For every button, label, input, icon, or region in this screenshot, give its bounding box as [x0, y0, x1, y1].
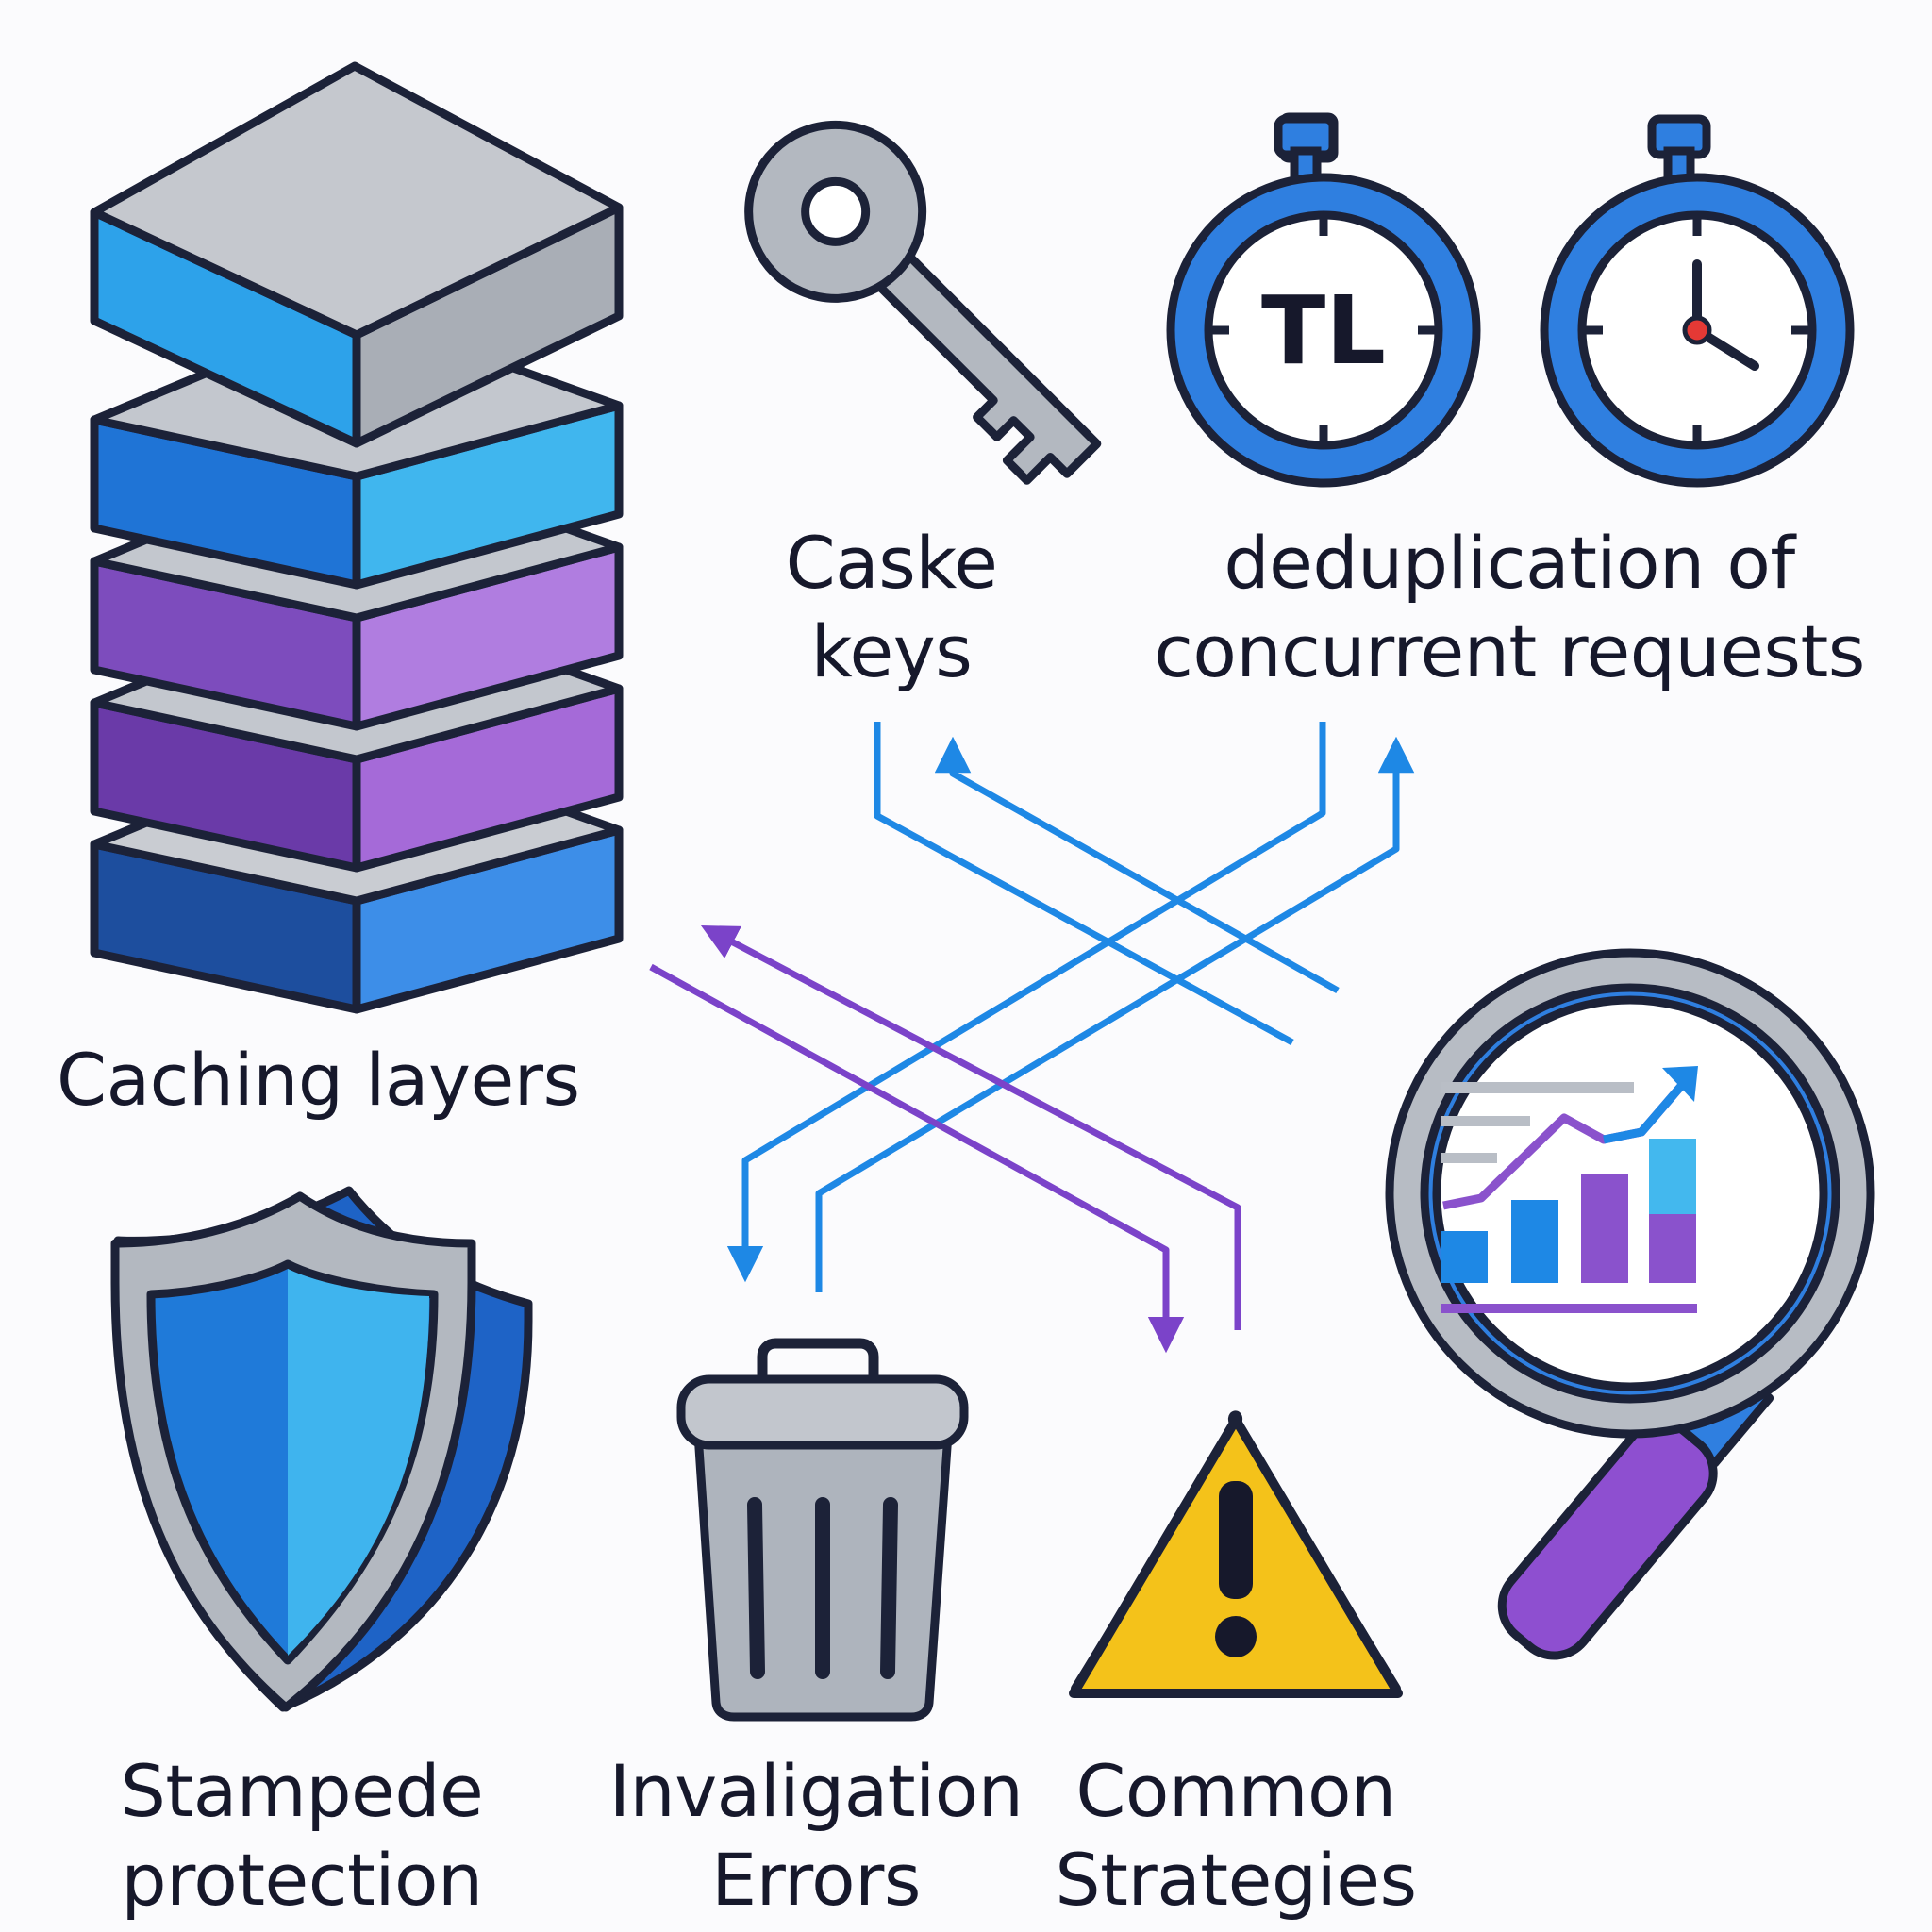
key-icon: [744, 120, 1102, 485]
label-invalidation-errors: Invaligation Errors: [594, 1747, 1038, 1924]
label-line: Caske: [785, 521, 998, 605]
label-line: keys: [810, 609, 973, 693]
label-line: Invaligation: [608, 1749, 1024, 1833]
label-line: Errors: [711, 1838, 921, 1922]
label-deduplication: deduplication of concurrent requests: [1132, 519, 1887, 696]
label-line: Caching layers: [57, 1038, 580, 1122]
lens-chart: [1441, 1066, 1698, 1313]
arrows: [649, 722, 1415, 1354]
arrow-to-strategies: [649, 963, 1185, 1354]
warning-icon: [1069, 1410, 1403, 1698]
label-line: concurrent requests: [1154, 609, 1865, 693]
label-line: deduplication of: [1224, 521, 1795, 605]
shield-icon: [110, 1186, 533, 1712]
arrow-dedup-down: [726, 722, 1326, 1283]
label-caching-layers: Caching layers: [57, 1036, 641, 1124]
arrow-up-to-dedup: [815, 736, 1415, 1292]
magnifier-chart-icon: [1385, 948, 1875, 1660]
stacked-layers-icon: [90, 61, 624, 1014]
label-line: Common: [1075, 1749, 1396, 1833]
arrow-to-layers-1: [700, 925, 1241, 1330]
ttl-badge: TL: [1261, 275, 1386, 386]
layer-1: [90, 61, 624, 448]
label-stampede-protection: Stampede protection: [57, 1747, 547, 1924]
label-line: Stampede: [120, 1749, 484, 1833]
trash-can-icon: [676, 1338, 969, 1722]
arrow-keys-down: [874, 722, 1294, 1046]
label-line: Strategies: [1055, 1838, 1417, 1922]
stopwatch-icon: [1540, 114, 1855, 488]
stopwatch-icon: [1166, 112, 1481, 488]
label-common-strategies: Common Strategies: [1038, 1747, 1434, 1924]
label-cache-keys: Caske keys: [736, 519, 1047, 696]
label-line: protection: [121, 1838, 483, 1922]
arrow-up-to-keys: [934, 736, 1340, 994]
